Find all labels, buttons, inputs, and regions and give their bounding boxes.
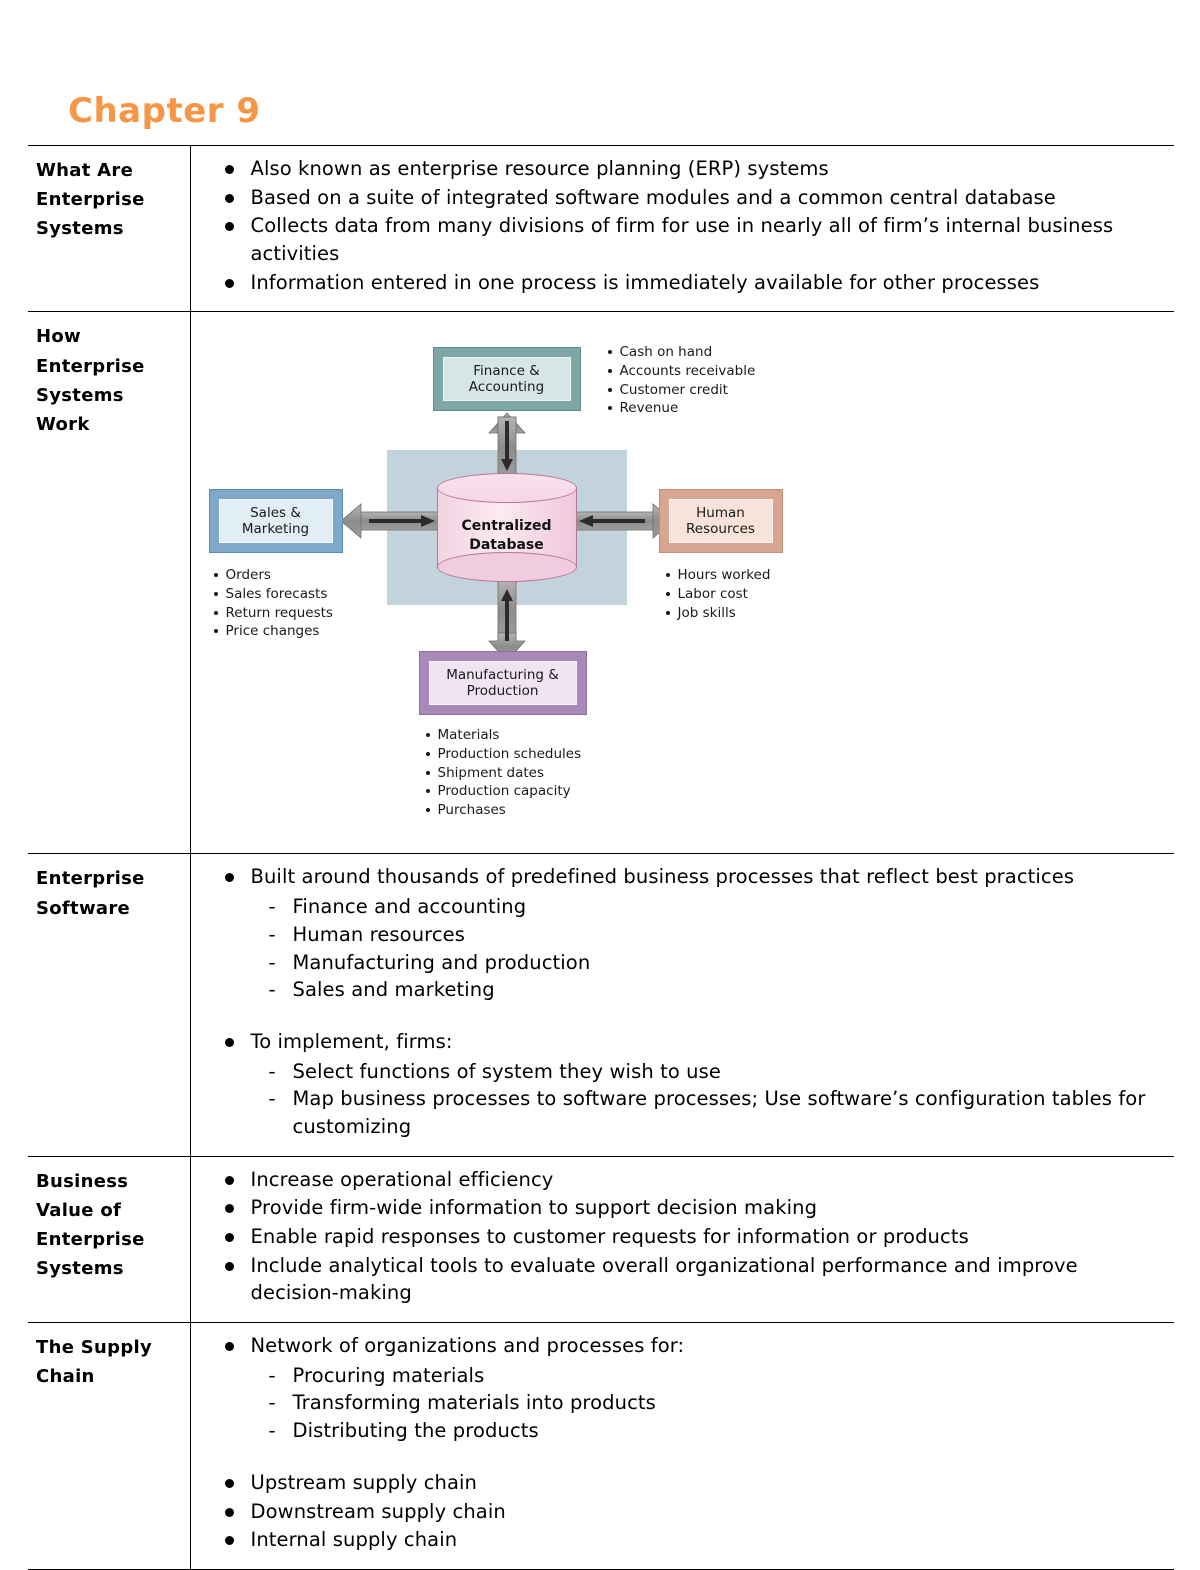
diagram-box-manufacturing-production: Manufacturing & Production xyxy=(418,651,587,716)
sub-list-item: Human resources xyxy=(251,921,1169,949)
list-item: Provide firm-wide information to support… xyxy=(209,1194,1169,1222)
chapter-notes-table: What Are Enterprise Systems Also known a… xyxy=(28,145,1174,1570)
diagram-box-label: Human Resources xyxy=(686,504,755,538)
row-content-the-supply-chain: Network of organizations and processes f… xyxy=(190,1323,1174,1570)
sub-list: Finance and accounting Human resources M… xyxy=(251,893,1169,1004)
diagram-box-label: Sales & Marketing xyxy=(241,504,310,538)
list-item: Sales forecasts xyxy=(213,585,333,604)
list-item: Network of organizations and processes f… xyxy=(209,1332,1169,1445)
list-item: Increase operational efficiency xyxy=(209,1166,1169,1194)
list-item: Enable rapid responses to customer reque… xyxy=(209,1223,1169,1251)
row-label-what-are-enterprise-systems: What Are Enterprise Systems xyxy=(28,145,191,312)
list-item: Based on a suite of integrated software … xyxy=(209,184,1169,212)
list-item: Job skills xyxy=(665,604,771,623)
list-item: Accounts receivable xyxy=(607,362,755,381)
spacer xyxy=(209,1005,1169,1027)
sub-list: Procuring materials Transforming materia… xyxy=(251,1362,1169,1445)
page-title: Chapter 9 xyxy=(68,91,261,131)
list-item: Information entered in one process is im… xyxy=(209,269,1169,297)
diagram-box-finance-accounting: Finance & Accounting xyxy=(432,347,581,412)
table-row: Enterprise Software Built around thousan… xyxy=(28,853,1174,1157)
list-item: Also known as enterprise resource planni… xyxy=(209,155,1169,183)
sub-list-item: Transforming materials into products xyxy=(251,1389,1169,1417)
list-item: Production schedules xyxy=(425,745,581,764)
row-label-how-enterprise-systems-work: How Enterprise Systems Work xyxy=(28,311,191,854)
list-item: Cash on hand xyxy=(607,343,756,362)
sub-list-item: Select functions of system they wish to … xyxy=(251,1058,1169,1086)
list-item: Customer credit xyxy=(607,381,756,400)
list-item: Return requests xyxy=(213,604,333,623)
row-content-business-value: Increase operational efficiency Provide … xyxy=(190,1156,1174,1322)
diagram-box-label: Manufacturing & Production xyxy=(446,666,559,700)
diagram-box-human-resources: Human Resources xyxy=(658,489,783,554)
sub-list-item: Procuring materials xyxy=(251,1362,1169,1390)
database-cylinder-icon: Centralized Database xyxy=(436,473,577,583)
bullet-list: Network of organizations and processes f… xyxy=(209,1332,1169,1554)
sub-list-item: Manufacturing and production xyxy=(251,949,1169,977)
list-item: Shipment dates xyxy=(425,764,582,783)
bullet-list: Increase operational efficiency Provide … xyxy=(209,1166,1169,1307)
table-row: Business Value of Enterprise Systems Inc… xyxy=(28,1156,1174,1323)
sub-list-item: Finance and accounting xyxy=(251,893,1169,921)
row-content-what-are-enterprise-systems: Also known as enterprise resource planni… xyxy=(190,146,1174,312)
bullet-list: Built around thousands of predefined bus… xyxy=(209,863,1169,1140)
table-row: How Enterprise Systems Work xyxy=(28,311,1174,854)
diagram-arrows xyxy=(339,412,674,663)
list-item: Revenue xyxy=(607,399,756,418)
list-item: Downstream supply chain xyxy=(209,1498,1169,1526)
diagram-list-sales: Orders Sales forecasts Return requests P… xyxy=(213,566,333,641)
sub-list-item: Sales and marketing xyxy=(251,976,1169,1004)
list-item: Price changes xyxy=(213,622,333,641)
list-item: Production capacity xyxy=(425,782,582,801)
row-content-how-enterprise-systems-work: Finance & Accounting Sales & Marketing H… xyxy=(190,312,1174,854)
sub-list-item: Distributing the products xyxy=(251,1417,1169,1445)
list-item-text: Network of organizations and processes f… xyxy=(250,1334,685,1358)
sub-list-item: Map business processes to software proce… xyxy=(251,1085,1169,1140)
list-item-text: To implement, firms: xyxy=(250,1029,453,1053)
sub-list: Select functions of system they wish to … xyxy=(251,1058,1169,1141)
enterprise-systems-diagram: Finance & Accounting Sales & Marketing H… xyxy=(208,333,1193,833)
row-content-enterprise-software: Built around thousands of predefined bus… xyxy=(190,854,1174,1156)
list-item-text: Built around thousands of predefined bus… xyxy=(250,865,1075,889)
list-item: Labor cost xyxy=(665,585,771,604)
list-item: Upstream supply chain xyxy=(209,1469,1169,1497)
list-item: To implement, firms: Select functions of… xyxy=(209,1028,1169,1141)
spacer xyxy=(209,1446,1169,1468)
list-item: Include analytical tools to evaluate ove… xyxy=(209,1252,1169,1307)
diagram-box-sales-marketing: Sales & Marketing xyxy=(208,489,343,554)
table-row: What Are Enterprise Systems Also known a… xyxy=(28,145,1174,312)
list-item: Collects data from many divisions of fir… xyxy=(209,212,1169,267)
diagram-list-finance: Cash on hand Accounts receivable Custome… xyxy=(607,343,756,418)
list-item: Materials xyxy=(425,726,582,745)
diagram-list-human-resources: Hours worked Labor cost Job skills xyxy=(665,566,771,623)
row-label-the-supply-chain: The Supply Chain xyxy=(28,1322,191,1570)
database-label: Centralized Database xyxy=(461,518,552,553)
diagram-list-manufacturing: Materials Production schedules Shipment … xyxy=(425,726,582,820)
row-label-business-value: Business Value of Enterprise Systems xyxy=(28,1156,191,1323)
table-row: The Supply Chain Network of organization… xyxy=(28,1322,1174,1570)
list-item: Built around thousands of predefined bus… xyxy=(209,863,1169,1004)
list-item: Purchases xyxy=(425,801,582,820)
bullet-list: Also known as enterprise resource planni… xyxy=(209,155,1169,296)
diagram-box-label: Finance & Accounting xyxy=(468,362,545,396)
list-item: Hours worked xyxy=(665,566,770,585)
list-item: Orders xyxy=(213,566,333,585)
list-item: Internal supply chain xyxy=(209,1526,1169,1554)
row-label-enterprise-software: Enterprise Software xyxy=(28,853,191,1157)
